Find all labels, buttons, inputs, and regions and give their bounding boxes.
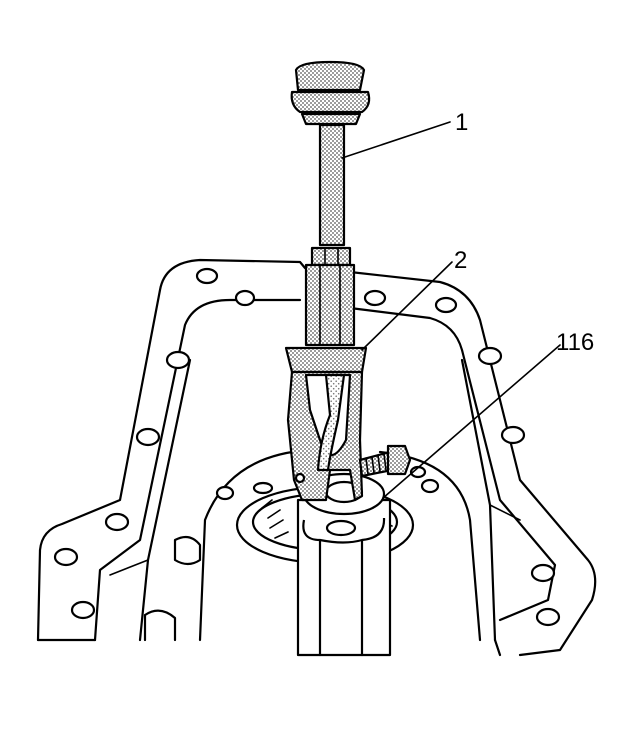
transmission-case-housing (36, 258, 597, 657)
callout-2-label: 2 (454, 247, 467, 274)
flange-bolt-holes (53, 267, 561, 627)
seal-remover-tool (284, 346, 412, 502)
slide-hammer (290, 60, 371, 347)
callout-1-label: 1 (455, 109, 468, 136)
output-shaft (296, 472, 392, 657)
callout-leaders (341, 121, 561, 499)
callout-116-label: 116 (556, 329, 594, 356)
